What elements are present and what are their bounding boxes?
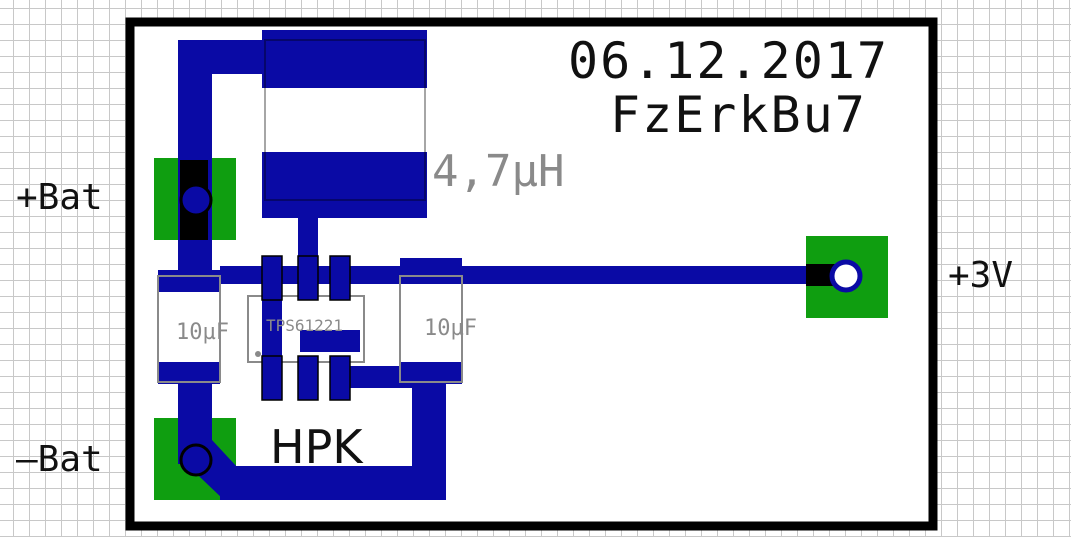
- cap-right-pad-bottom: [400, 362, 462, 384]
- trace-gnd-bottom: [220, 466, 446, 500]
- ic-pin: [329, 355, 351, 401]
- label-plus-3v: +3V: [948, 255, 1014, 296]
- ic-pin: [261, 255, 283, 301]
- inductor-value: 4,7µH: [432, 146, 565, 197]
- ic-pin: [297, 255, 319, 301]
- trace-3v-rail: [220, 266, 830, 284]
- ic-name: TPS61221: [266, 316, 344, 335]
- ic-pin: [261, 355, 283, 401]
- board-marking: HPK: [270, 420, 363, 474]
- inductor-pad-top: [262, 30, 427, 88]
- inductor-outline: [264, 39, 426, 201]
- cap-right-outline: [399, 275, 463, 383]
- board-date: 06.12.2017: [568, 32, 890, 90]
- label-minus-bat: –Bat: [16, 439, 103, 480]
- cap-right-value: 10µF: [424, 316, 477, 341]
- trace-bat-top: [178, 40, 273, 74]
- inductor-pad-bottom: [262, 152, 427, 218]
- ic-pin: [297, 355, 319, 401]
- drill-plus-3v: [829, 259, 863, 293]
- cap-left-outline: [157, 275, 221, 383]
- plus-3v-stub: [806, 264, 836, 286]
- trace-gnd-right: [412, 380, 446, 500]
- board-label: FzErkBu7: [610, 86, 867, 144]
- drill-plus-bat: [179, 183, 213, 217]
- cap-right-pad-top: [400, 258, 462, 282]
- cap-left-value: 10µF: [176, 320, 229, 345]
- cap-left-pad-bottom: [158, 362, 220, 384]
- ic-pins: [261, 255, 351, 401]
- drill-minus-bat: [179, 443, 213, 477]
- ic-pin: [329, 255, 351, 301]
- label-plus-bat: +Bat: [16, 177, 103, 218]
- cap-left-pad-top: [158, 270, 220, 292]
- ic-pin1-marker: [255, 351, 261, 357]
- trace-bat-to-cap: [178, 236, 212, 276]
- trace-ic-mid: [300, 330, 360, 352]
